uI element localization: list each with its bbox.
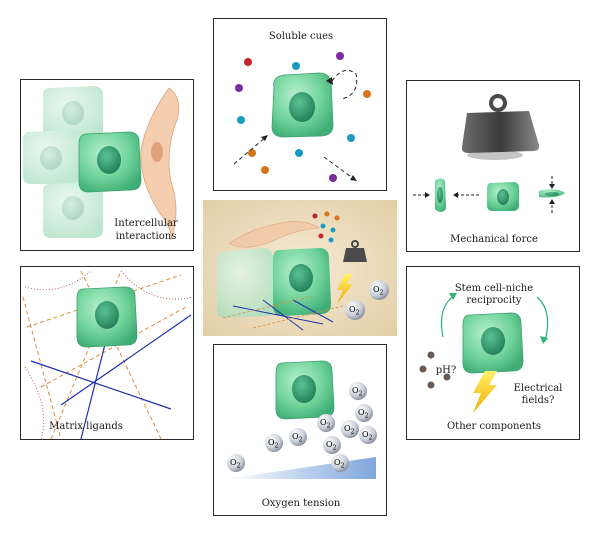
stem-cell — [78, 131, 142, 193]
o2-molecules — [345, 280, 389, 320]
matrix-ligands-label: Matrix ligands — [49, 421, 123, 432]
matrix-fibers — [232, 299, 334, 331]
o2-molecules — [227, 382, 377, 472]
electrical-label-line2: fields? — [521, 395, 555, 406]
oxygen-tension-label: Oxygen tension — [261, 498, 341, 509]
stem-cell — [273, 248, 331, 316]
fibroblast-cell — [228, 221, 320, 248]
panel-intercellular-interactions: Intercellular interactions — [20, 79, 194, 251]
panel-other-components: Stem cell-niche reciprocity pH? Electric… — [406, 266, 580, 440]
force-arrows — [413, 176, 553, 213]
ph-label: pH? — [435, 365, 457, 376]
neighbor-cells — [23, 86, 103, 238]
stem-cell — [275, 360, 335, 420]
o2-label: O2 — [292, 432, 303, 444]
reciprocity-label-line2: reciprocity — [466, 295, 522, 306]
soluble-cues-label: Soluble cues — [268, 31, 334, 42]
stem-cell — [76, 286, 138, 348]
o2-label: O2 — [334, 458, 345, 470]
lightning-icon — [473, 371, 497, 413]
other-components-label: Other components — [446, 421, 541, 432]
panel-matrix-ligands: Matrix ligands — [20, 266, 194, 440]
neighbor-cell — [217, 248, 275, 318]
o2-label: O2 — [352, 386, 363, 398]
o2-label: O2 — [320, 418, 331, 430]
weight-icon — [461, 94, 540, 160]
o2-label: O2 — [326, 440, 337, 452]
oxygen-gradient-ramp — [226, 457, 376, 479]
o2-label: O2 — [358, 408, 369, 420]
soluble-molecules — [235, 52, 371, 182]
compressed-cells — [435, 178, 565, 212]
lightning-icon — [337, 274, 353, 304]
intercellular-label-line2: interactions — [115, 231, 177, 242]
weight-icon — [343, 240, 367, 262]
o2-label: O2 — [373, 285, 384, 297]
stem-cell — [462, 312, 524, 374]
panel-niche-overview: O2 O2 — [203, 200, 397, 336]
mechanical-force-label: Mechanical force — [450, 234, 538, 245]
panel-soluble-cues: Soluble cues — [213, 18, 387, 191]
electrical-label-line1: Electrical — [513, 383, 563, 394]
reciprocity-label-line1: Stem cell-niche — [454, 283, 534, 294]
fibroblast-cell — [140, 87, 180, 241]
o2-label: O2 — [349, 305, 360, 317]
panel-oxygen-tension: O2 O2 O2 O2 O2 O2 O2 O2 O2 O2 Oxygen ten… — [213, 344, 387, 516]
intercellular-label-line1: Intercellular — [114, 218, 178, 229]
panel-mechanical-force: Mechanical force — [406, 80, 580, 252]
o2-label: O2 — [268, 438, 279, 450]
o2-label: O2 — [362, 430, 373, 442]
o2-label: O2 — [230, 458, 241, 470]
stem-cell — [271, 72, 334, 138]
soluble-molecules — [312, 211, 340, 243]
o2-label: O2 — [344, 424, 355, 436]
ph-molecules — [419, 351, 451, 389]
flow-arrows — [233, 69, 358, 180]
